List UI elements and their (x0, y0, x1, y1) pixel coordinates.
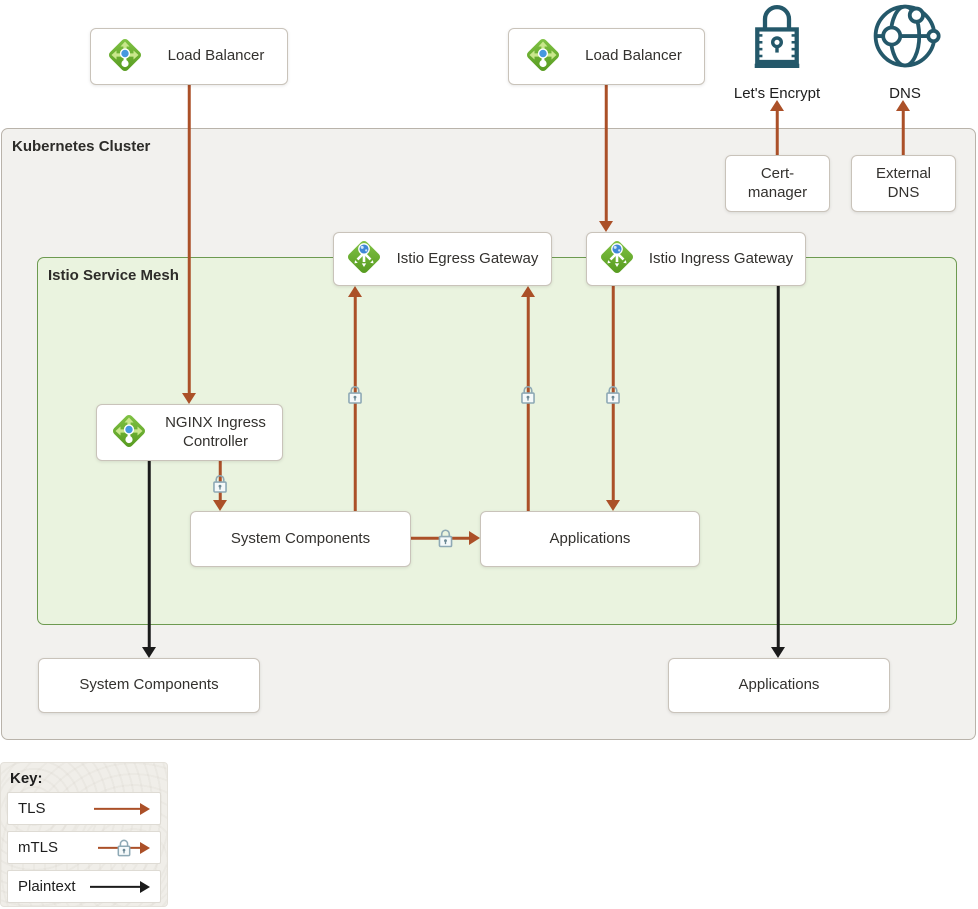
node-load-balancer-left: Load Balancer (90, 28, 288, 85)
mtls-lock-icon (212, 473, 229, 494)
nginx-ingress-icon (109, 411, 149, 455)
load-balancer-icon (105, 35, 145, 79)
node-label: System Components (79, 676, 219, 694)
arrow-plaintext-nginx-to-systemcomponents-outside (141, 461, 157, 658)
node-applications-mesh: Applications (480, 511, 700, 567)
arrow-tls-loadbalancer-to-nginx (181, 85, 197, 404)
dns-figure: DNS (847, 0, 963, 102)
arrow-plaintext-ingress-gateway-to-applications-outside (770, 286, 786, 658)
node-applications-outside: Applications (668, 658, 890, 713)
lets-encrypt-label: Let's Encrypt (733, 85, 821, 102)
node-label: Load Balancer (167, 47, 265, 65)
legend-row-mtls: mTLS (7, 831, 161, 864)
node-label: Istio Ingress Gateway (648, 249, 794, 267)
node-label: Applications (738, 676, 820, 694)
arrow-tls-certmanager-to-letsencrypt (769, 100, 785, 155)
istio-service-mesh-label: Istio Service Mesh (48, 267, 179, 284)
node-label: Cert-manager (747, 164, 808, 201)
arrow-mtls-applications-to-egress-gateway (520, 286, 536, 511)
node-label: Applications (549, 529, 631, 547)
legend: Key: TLS mTLS Plaintext (0, 762, 168, 907)
node-label: System Components (230, 529, 371, 547)
node-label: NGINX Ingress Controller (165, 413, 266, 450)
arrow-mtls-ingress-gateway-to-applications (605, 286, 621, 511)
load-balancer-icon (523, 35, 563, 79)
mtls-lock-icon (520, 384, 537, 405)
mtls-arrow-sample (98, 837, 150, 857)
mtls-lock-icon (437, 528, 454, 549)
istio-gateway-icon (597, 237, 637, 281)
lets-encrypt-figure: Let's Encrypt (713, 2, 841, 102)
arrow-mtls-systemcomponents-to-applications (411, 528, 480, 549)
legend-row-plaintext: Plaintext (7, 870, 161, 903)
mtls-lock-icon (605, 384, 622, 405)
kubernetes-cluster-label: Kubernetes Cluster (12, 138, 151, 155)
legend-title: Key: (10, 770, 43, 787)
istio-gateway-icon (344, 237, 384, 281)
legend-label-mtls: mTLS (18, 839, 59, 856)
legend-label-tls: TLS (18, 800, 46, 817)
plaintext-arrow-sample (90, 879, 150, 895)
node-label: External DNS (875, 164, 932, 201)
legend-row-tls: TLS (7, 792, 161, 825)
node-system-components-outside: System Components (38, 658, 260, 713)
node-nginx-ingress-controller: NGINX Ingress Controller (96, 404, 283, 461)
dns-label: DNS (889, 85, 921, 102)
node-label: Load Balancer (585, 47, 682, 65)
lets-encrypt-padlock-icon (746, 2, 808, 79)
node-istio-egress-gateway: Istio Egress Gateway (333, 232, 552, 286)
dns-globe-icon (868, 0, 942, 79)
node-label: Istio Egress Gateway (396, 249, 539, 267)
node-cert-manager: Cert-manager (725, 155, 830, 212)
legend-label-plaintext: Plaintext (18, 878, 76, 895)
mtls-lock-icon (347, 384, 364, 405)
arrow-tls-externaldns-to-dns (895, 100, 911, 155)
arrow-mtls-nginx-to-systemcomponents (212, 461, 228, 511)
node-load-balancer-right: Load Balancer (508, 28, 705, 85)
tls-arrow-sample (94, 801, 150, 817)
node-system-components-mesh: System Components (190, 511, 411, 567)
mtls-lock-icon (116, 837, 132, 857)
arrow-mtls-systemcomponents-to-egress-gateway (347, 286, 363, 511)
node-istio-ingress-gateway: Istio Ingress Gateway (586, 232, 806, 286)
arrow-tls-loadbalancer-to-ingress-gateway (598, 85, 614, 232)
node-external-dns: External DNS (851, 155, 956, 212)
